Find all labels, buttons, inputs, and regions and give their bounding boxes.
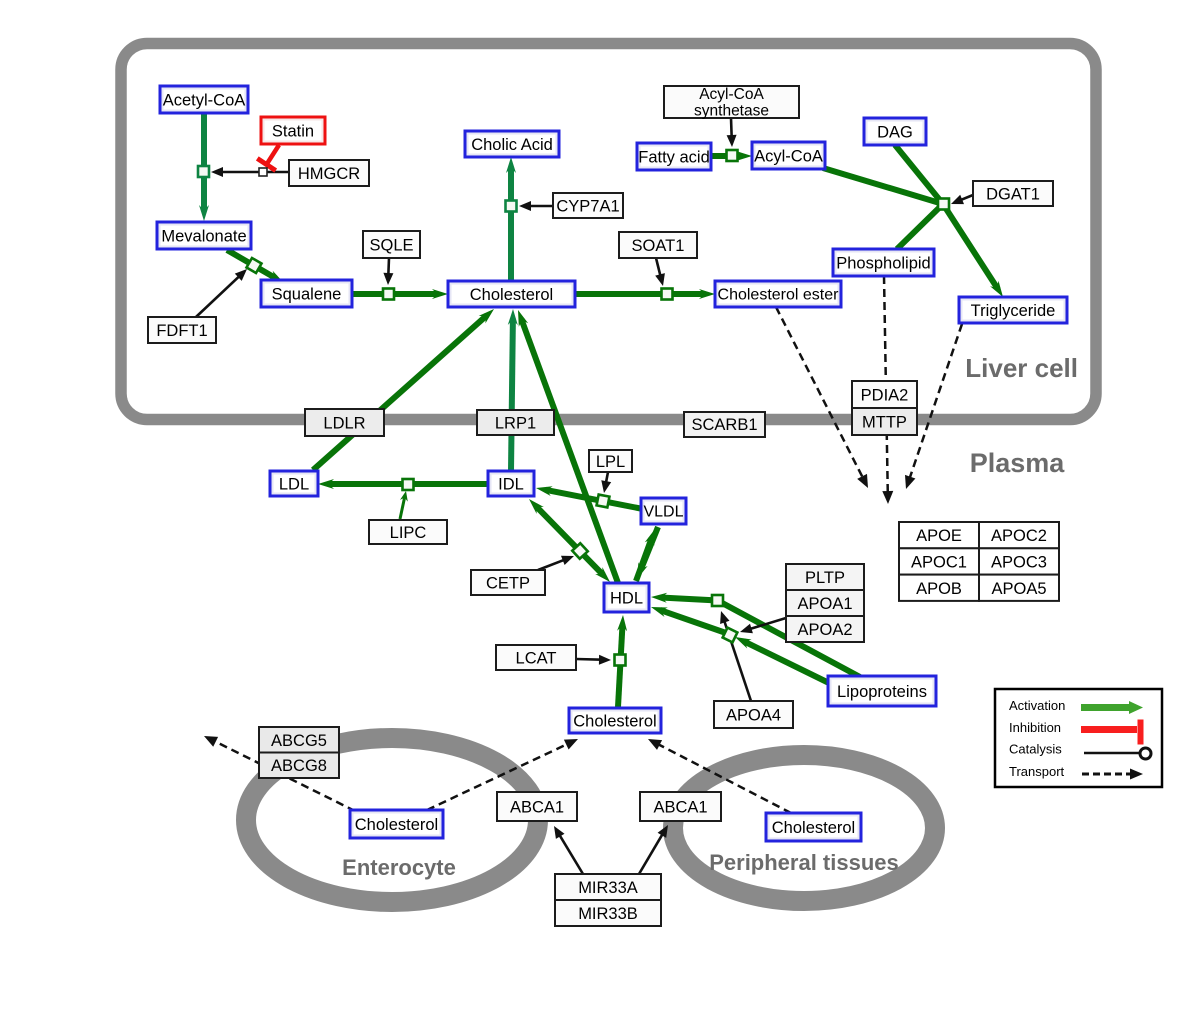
svg-text:Cholesterol: Cholesterol — [573, 712, 656, 730]
svg-text:DGAT1: DGAT1 — [986, 185, 1040, 203]
svg-text:Acyl-CoA: Acyl-CoA — [699, 86, 764, 103]
svg-text:Acetyl-CoA: Acetyl-CoA — [163, 91, 246, 109]
svg-text:APOA1: APOA1 — [797, 595, 852, 613]
svg-text:IDL: IDL — [498, 475, 524, 493]
svg-text:Plasma: Plasma — [970, 448, 1066, 478]
svg-text:FDFT1: FDFT1 — [156, 322, 207, 340]
svg-text:APOA5: APOA5 — [991, 580, 1046, 598]
svg-text:CYP7A1: CYP7A1 — [556, 197, 619, 215]
svg-text:Lipoproteins: Lipoproteins — [837, 683, 927, 701]
svg-text:VLDL: VLDL — [643, 504, 683, 521]
svg-text:Acyl-CoA: Acyl-CoA — [754, 147, 823, 165]
svg-text:Peripheral tissues: Peripheral tissues — [709, 850, 899, 875]
svg-text:MTTP: MTTP — [862, 414, 907, 432]
svg-text:LCAT: LCAT — [516, 649, 557, 667]
svg-text:Transport: Transport — [1009, 764, 1065, 779]
svg-text:Cholic Acid: Cholic Acid — [471, 136, 553, 154]
svg-text:APOE: APOE — [916, 527, 962, 545]
svg-text:APOC2: APOC2 — [991, 527, 1047, 545]
svg-text:Mevalonate: Mevalonate — [161, 227, 246, 245]
svg-text:APOC1: APOC1 — [911, 553, 967, 571]
svg-text:ABCG8: ABCG8 — [271, 757, 327, 775]
svg-text:SOAT1: SOAT1 — [632, 237, 685, 255]
svg-text:Cholesterol: Cholesterol — [470, 286, 553, 304]
svg-text:Enterocyte: Enterocyte — [342, 855, 456, 880]
svg-text:Cholesterol: Cholesterol — [355, 816, 438, 834]
svg-text:MIR33B: MIR33B — [578, 905, 638, 923]
svg-text:APOA2: APOA2 — [797, 621, 852, 639]
svg-text:Phospholipid: Phospholipid — [836, 254, 931, 272]
svg-text:LDLR: LDLR — [323, 414, 365, 432]
svg-text:APOB: APOB — [916, 580, 962, 598]
svg-text:Statin: Statin — [272, 122, 314, 140]
svg-text:LIPC: LIPC — [390, 524, 427, 542]
svg-text:LDL: LDL — [279, 475, 309, 493]
svg-text:Activation: Activation — [1009, 698, 1065, 713]
svg-text:LRP1: LRP1 — [495, 414, 536, 432]
svg-text:Triglyceride: Triglyceride — [971, 302, 1056, 320]
svg-text:CETP: CETP — [486, 574, 530, 592]
svg-text:MIR33A: MIR33A — [578, 879, 638, 897]
svg-text:Cholesterol: Cholesterol — [772, 819, 855, 837]
svg-text:ABCG5: ABCG5 — [271, 732, 327, 750]
svg-text:PDIA2: PDIA2 — [861, 387, 909, 405]
svg-text:APOC3: APOC3 — [991, 553, 1047, 571]
svg-text:SQLE: SQLE — [369, 236, 413, 254]
svg-text:Cholesterol ester: Cholesterol ester — [718, 287, 840, 304]
svg-text:HMGCR: HMGCR — [298, 165, 360, 183]
svg-text:APOA4: APOA4 — [726, 706, 781, 724]
svg-text:LPL: LPL — [596, 453, 625, 471]
svg-text:HDL: HDL — [610, 589, 643, 607]
svg-text:ABCA1: ABCA1 — [653, 798, 707, 816]
svg-text:Squalene: Squalene — [272, 285, 342, 303]
svg-text:DAG: DAG — [877, 123, 913, 141]
svg-text:SCARB1: SCARB1 — [691, 416, 757, 434]
svg-text:Fatty acid: Fatty acid — [638, 148, 710, 166]
svg-text:Inhibition: Inhibition — [1009, 720, 1061, 735]
svg-text:Liver cell: Liver cell — [965, 353, 1078, 383]
svg-text:synthetase: synthetase — [694, 103, 769, 120]
svg-text:ABCA1: ABCA1 — [510, 798, 564, 816]
svg-text:Catalysis: Catalysis — [1009, 742, 1062, 757]
svg-text:PLTP: PLTP — [805, 569, 845, 587]
